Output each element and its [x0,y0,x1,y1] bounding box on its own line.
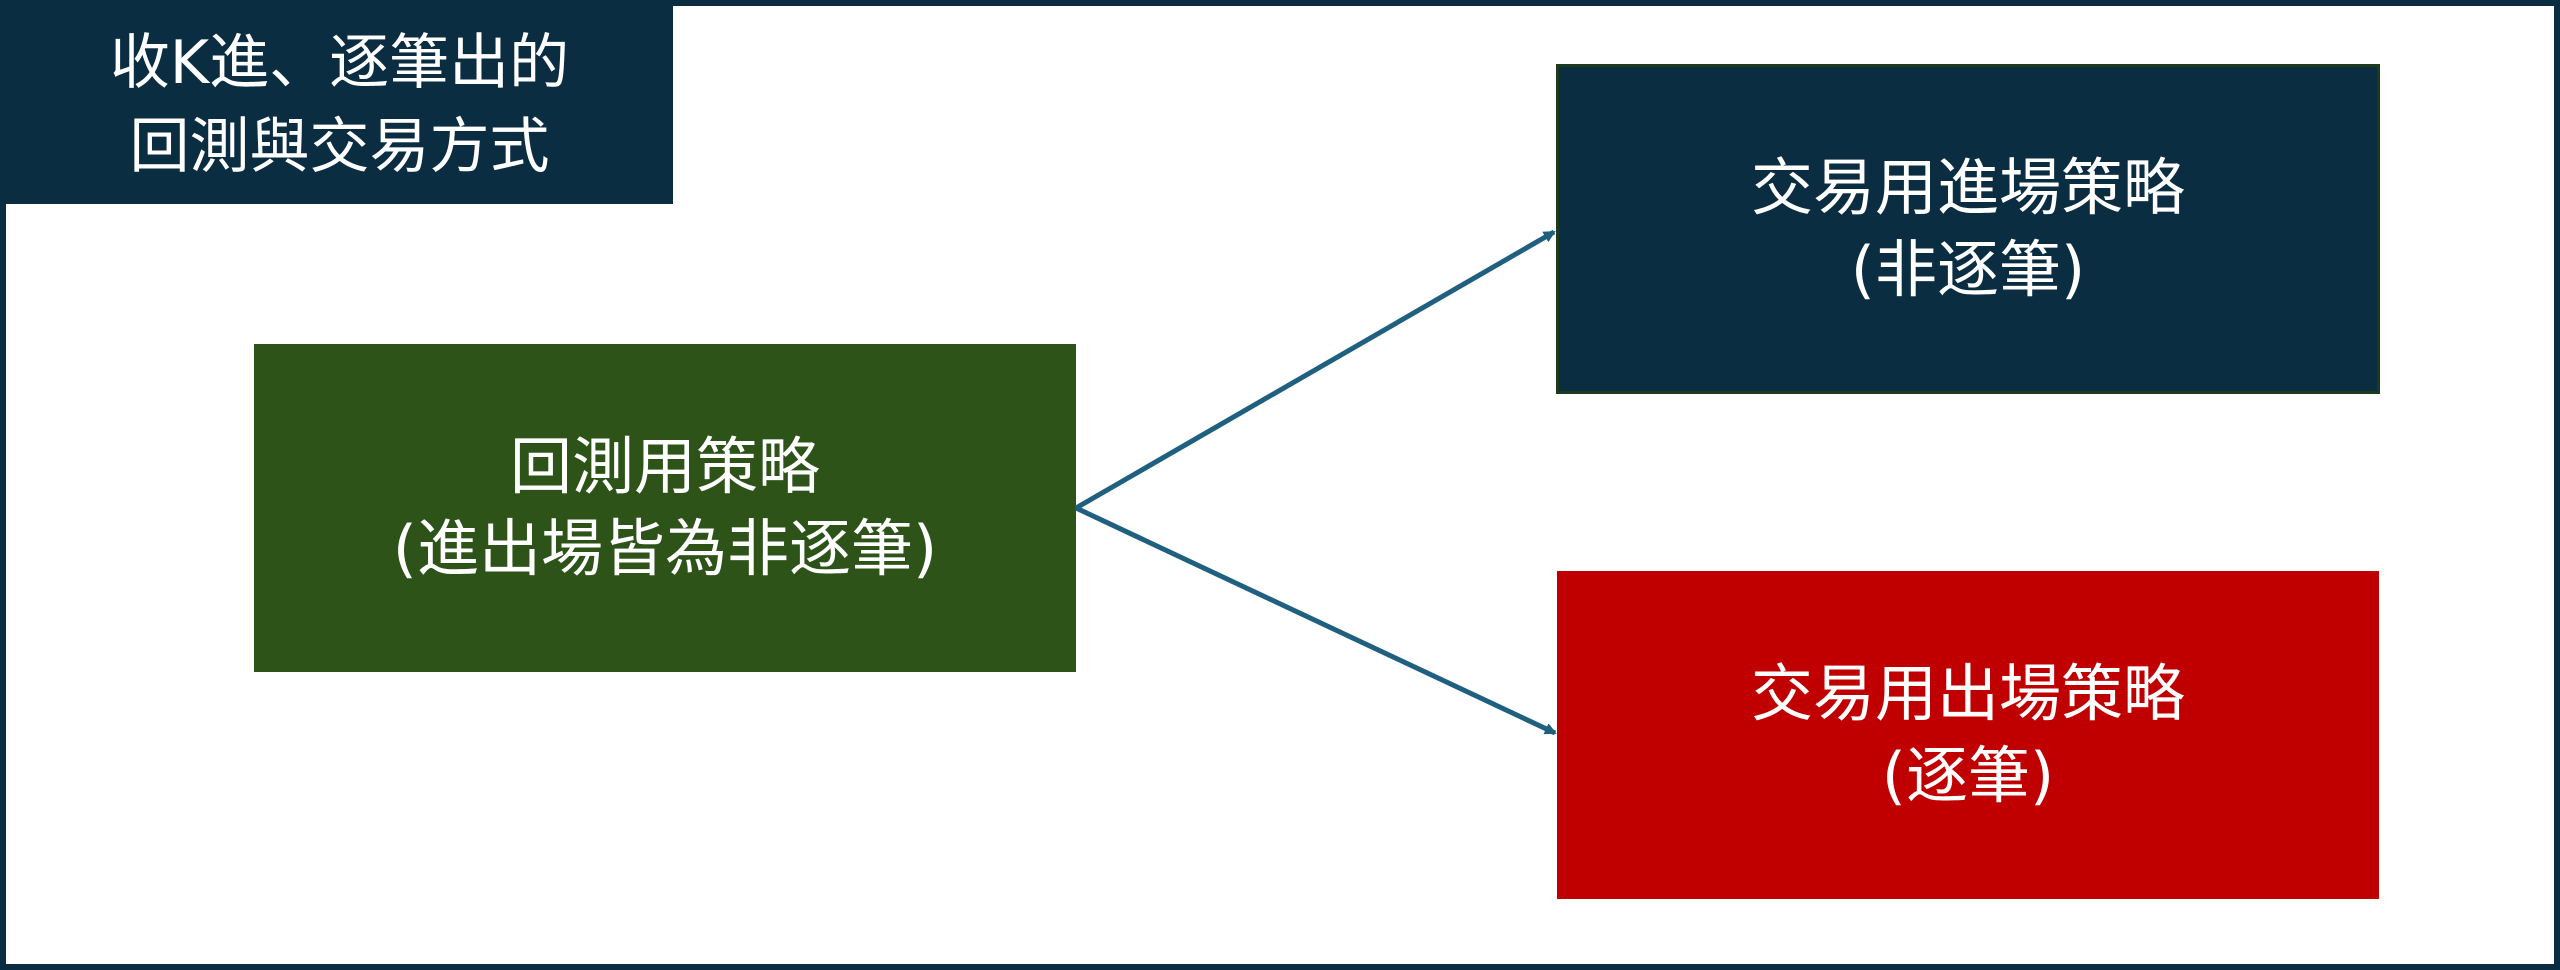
title-line-2: 回測與交易方式 [129,112,550,182]
exit-strategy-note: (逐筆) [1881,739,2055,812]
title-line-1: 收K進、逐筆出的 [109,28,570,98]
arrow-to-entry-strategy [1074,229,1556,511]
entry-strategy-note: (非逐筆) [1850,233,2086,306]
entry-strategy-label: 交易用進場策略 [1750,151,2185,224]
exit-strategy-box: 交易用出場策略 (逐筆) [1557,571,2379,899]
entry-strategy-box: 交易用進場策略 (非逐筆) [1556,64,2380,394]
exit-strategy-label: 交易用出場策略 [1750,657,2185,730]
backtest-strategy-label: 回測用策略 [509,430,820,503]
arrow-to-exit-strategy [1074,505,1557,736]
backtest-strategy-box: 回測用策略 (進出場皆為非逐筆) [254,344,1076,672]
backtest-strategy-note: (進出場皆為非逐筆) [392,512,938,585]
title-box: 收K進、逐筆出的 回測與交易方式 [6,6,673,204]
